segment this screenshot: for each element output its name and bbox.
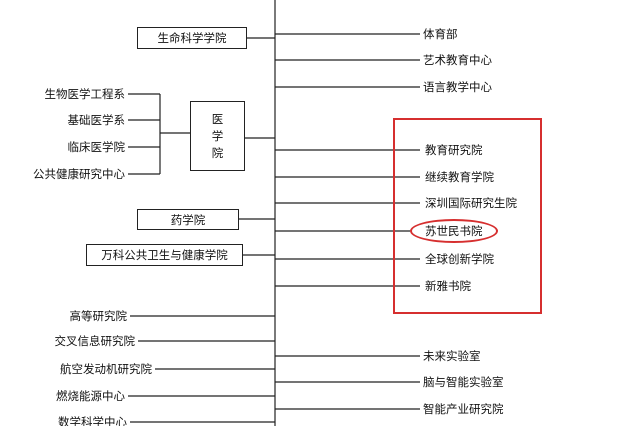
highlighted-unit-label: 教育研究院 (425, 143, 483, 157)
unit-label: 语言教学中心 (423, 80, 492, 94)
highlighted-unit-label: 继续教育学院 (425, 170, 494, 184)
highlighted-unit-label: 全球创新学院 (425, 252, 494, 266)
vanke-school-label: 万科公共卫生与健康学院 (101, 248, 228, 262)
medical-school-box: 医 学 院 (190, 101, 245, 171)
institute-label: 燃烧能源中心 (56, 389, 125, 403)
pharmacy-school-label: 药学院 (170, 212, 206, 227)
department-label: 生物医学工程系 (44, 87, 126, 101)
department-label: 基础医学系 (67, 113, 126, 127)
unit-label: 艺术教育中心 (423, 53, 492, 67)
vanke-school-box: 万科公共卫生与健康学院 (86, 244, 243, 266)
department-label: 临床医学院 (67, 140, 126, 154)
pharmacy-school-box: 药学院 (137, 209, 239, 230)
life-science-school-box: 生命科学学院 (137, 27, 247, 49)
department-label: 公共健康研究中心 (33, 167, 125, 181)
unit-label: 未来实验室 (423, 349, 481, 363)
medical-school-char: 学 (211, 128, 224, 143)
institute-label: 数学科学中心 (58, 415, 127, 426)
highlight-frame (393, 118, 542, 314)
life-science-school-label: 生命科学学院 (157, 31, 227, 45)
unit-label: 智能产业研究院 (423, 402, 504, 416)
medical-school-char: 医 (211, 111, 224, 126)
circled-unit-label: 苏世民书院 (425, 224, 483, 238)
unit-label: 体育部 (423, 27, 458, 41)
highlight-circle (410, 219, 498, 243)
highlighted-unit-label: 新雅书院 (425, 279, 471, 293)
highlighted-unit-label: 深圳国际研究生院 (425, 196, 517, 210)
institute-label: 高等研究院 (69, 309, 128, 323)
medical-school-char: 院 (211, 145, 224, 160)
institute-label: 交叉信息研究院 (54, 334, 136, 348)
unit-label: 脑与智能实验室 (423, 375, 504, 389)
institute-label: 航空发动机研究院 (60, 362, 152, 376)
